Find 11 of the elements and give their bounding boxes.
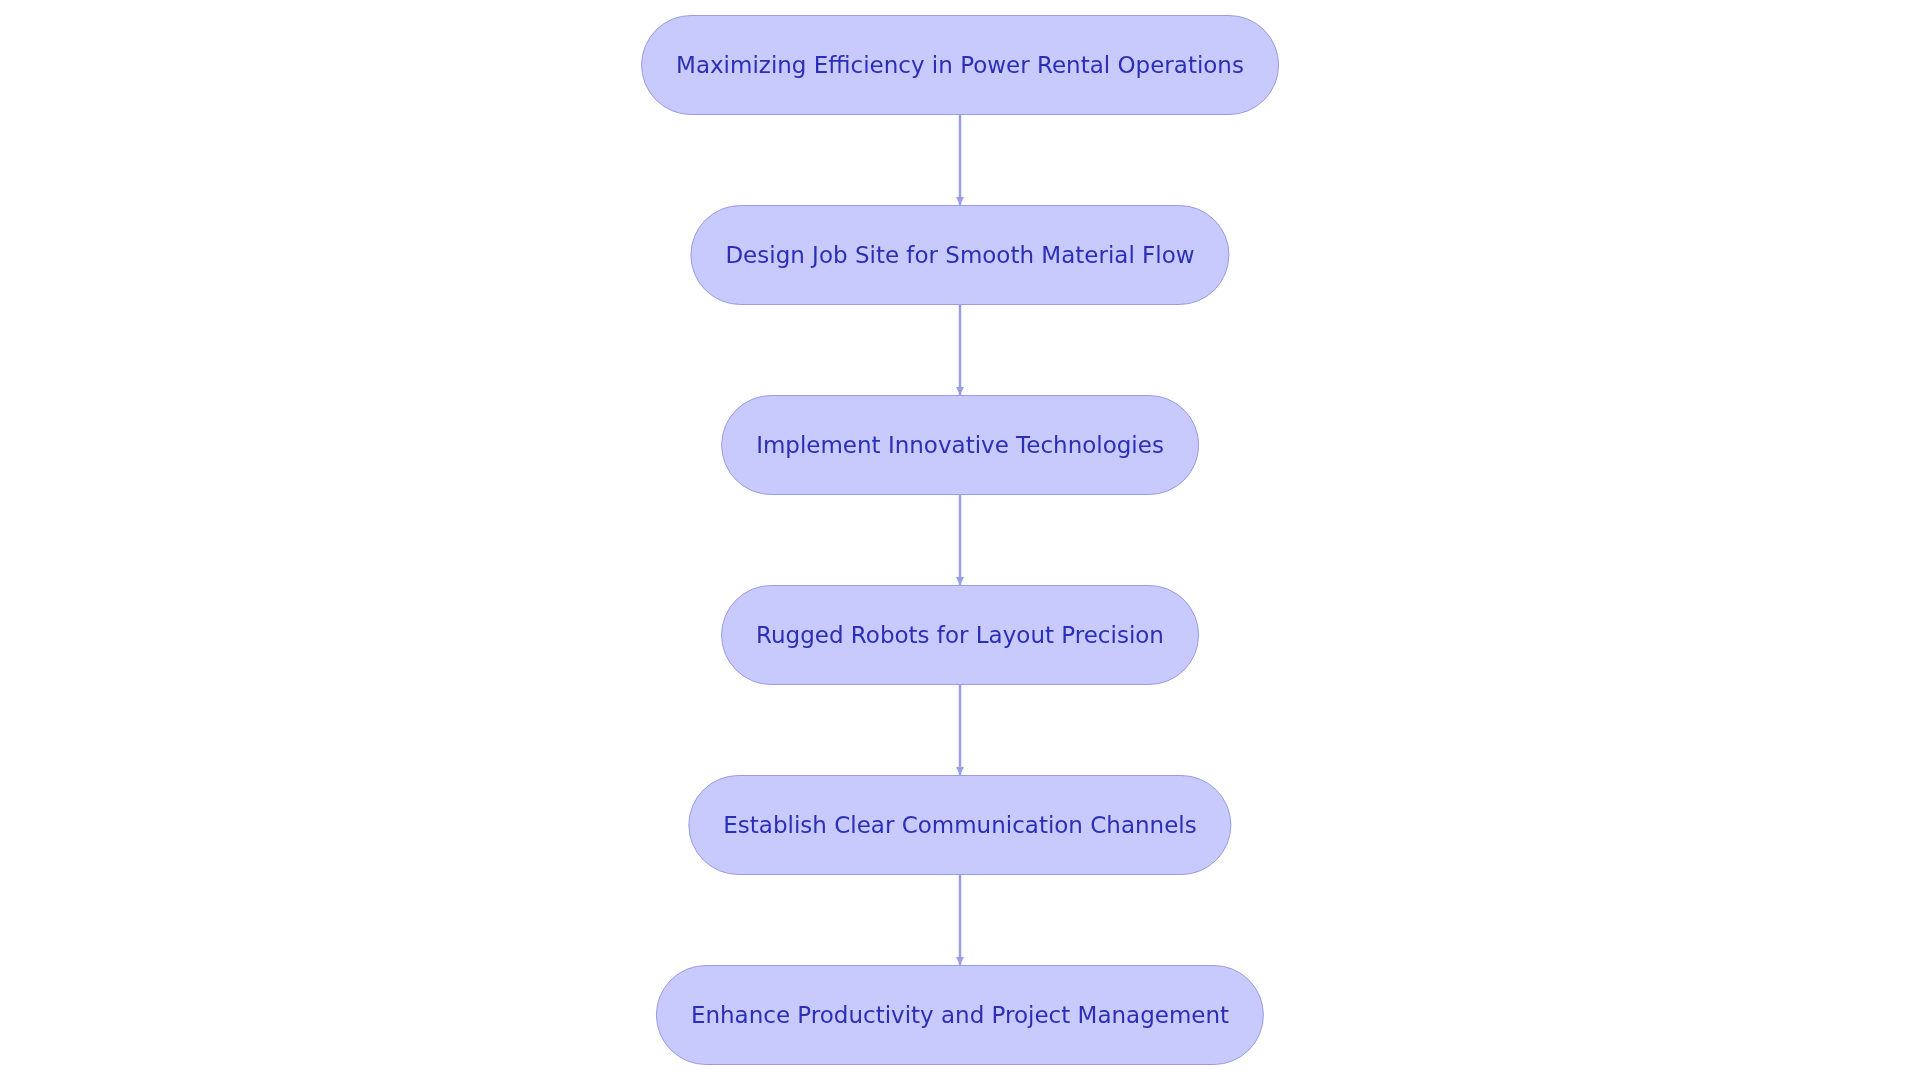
- arrow: [956, 495, 964, 585]
- arrow: [956, 875, 964, 965]
- node-label: Enhance Productivity and Project Management: [690, 1002, 1230, 1028]
- arrow: [956, 115, 964, 205]
- node-label: Design Job Site for Smooth Material Flow: [725, 242, 1195, 268]
- node-label: Maximizing Efficiency in Power Rental Operations: [676, 52, 1244, 78]
- node-label: Rugged Robots for Layout Precision: [756, 622, 1164, 648]
- node-label: Implement Innovative Technologies: [756, 432, 1164, 458]
- node-label: Establish Clear Communication Channels: [723, 812, 1197, 838]
- arrow: [956, 305, 964, 395]
- arrow: [956, 685, 964, 775]
